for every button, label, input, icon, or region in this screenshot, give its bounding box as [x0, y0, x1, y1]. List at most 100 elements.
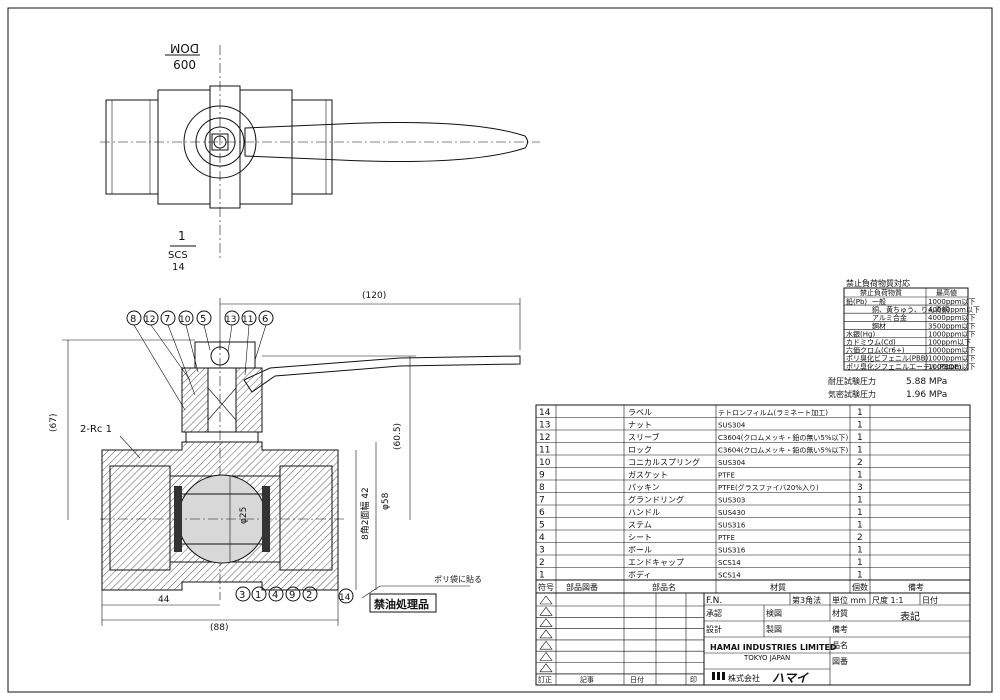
title-block: 訂正 記事 日付 印 F.N. 第3角法 単位 mm 尺度 1:1 日付 承認 … — [535, 592, 971, 686]
balloon-6: 6 — [262, 314, 268, 325]
bom-cell-material: テトロンフィルム(ラミネート加工) — [718, 408, 828, 417]
material-label: 材質 — [832, 608, 848, 618]
bom-cell-no: 14 — [539, 408, 551, 418]
bom-cell-qty: 1 — [857, 408, 863, 418]
bottom-mark-line1: 1 — [178, 229, 186, 243]
rohs-cell-value: 1000ppm以下 — [928, 298, 976, 306]
balloon-b2: 2 — [306, 590, 312, 601]
bom-cell-material: C3604(クロムメッキ・鉛の無い5%以下) — [718, 446, 849, 455]
bom-cell-no: 5 — [539, 521, 545, 531]
bom-cell-no: 12 — [539, 433, 550, 443]
balloon-10: 10 — [179, 315, 191, 325]
approved-label: 承認 — [706, 608, 722, 618]
bom-cell-name: ボディ — [628, 570, 651, 580]
balloon-13: 13 — [225, 315, 236, 325]
rohs-cell-group: 鉛(Pb) — [846, 297, 867, 306]
bom-cell-name: ボール — [628, 546, 652, 555]
balloon-b1: 1 — [255, 590, 261, 601]
bom-cell-qty: 2 — [857, 458, 863, 468]
bom-cell-qty: 1 — [857, 558, 863, 568]
rohs-cell-value: 1000ppm以下 — [928, 347, 976, 355]
bom-cell-name: エンドキャップ — [628, 558, 684, 567]
bom-cell-name: スリーブ — [628, 432, 660, 442]
bom-cell-qty: 2 — [857, 533, 863, 543]
rohs-cell-value: 3500ppm以下 — [928, 322, 976, 330]
bom-cell-material: C3604(クロムメッキ・鉛の無い5%以下) — [718, 433, 849, 442]
remarks-label: 備考 — [832, 624, 848, 634]
bom-header-no: 符号 — [538, 582, 554, 592]
rev-triangle-icon — [539, 652, 553, 661]
bom-header-material: 材質 — [770, 582, 786, 592]
rohs-header-max: 最高値 — [936, 288, 957, 297]
bom-cell-material: PTFE(グラスファイバ20%入り) — [718, 483, 819, 492]
drawing-no-label: 図番 — [832, 656, 848, 666]
bom-cell-qty: 1 — [857, 471, 863, 481]
rohs-cell-value: 1000ppm以下 — [928, 363, 976, 371]
rev-mark: 印 — [690, 676, 697, 684]
rohs-cell-value: 4000ppm以下 — [928, 314, 976, 322]
rev-triangle-icon — [539, 629, 553, 639]
rohs-cell-item: カドミウム(Cd) — [846, 339, 896, 347]
company-logo-text: ハマイ — [772, 671, 809, 685]
bom-cell-qty: 1 — [857, 508, 863, 518]
rev-triangle-icon — [539, 618, 553, 627]
bom-cell-qty: 1 — [857, 446, 863, 456]
bom-cell-qty: 1 — [857, 571, 863, 581]
dim-port: 2-Rc 1 — [80, 424, 112, 435]
rohs-cell-value: 1000ppm以下 — [928, 355, 976, 363]
rohs-cell-value: 40000ppm以下 — [928, 306, 980, 314]
dim-88: (88) — [210, 623, 228, 633]
bom-cell-material: SUS430 — [718, 509, 745, 517]
bom-cell-name: ハンドル — [628, 508, 660, 517]
bom-cell-material: PTFE — [718, 534, 735, 542]
plan-view: DOM 009 1 SCS 14 — [100, 41, 540, 273]
rohs-cell-item: アルミ合金 — [872, 313, 907, 322]
pressure2-label: 気密試験圧力 — [828, 389, 876, 399]
designed-label: 設計 — [706, 624, 722, 634]
bom-cell-material: SUS316 — [718, 522, 746, 530]
bom-cell-name: ロック — [628, 446, 652, 455]
bottom-mark-line3: 14 — [172, 262, 185, 273]
bom-cell-no: 2 — [539, 558, 545, 568]
bom-cell-no: 7 — [539, 496, 545, 506]
dim-bore: φ25 — [239, 507, 249, 524]
bom-cell-material: SUS316 — [718, 547, 746, 555]
fn-label: F.N. — [706, 596, 722, 606]
rev-triangle-icon — [539, 595, 553, 605]
balloon-11: 11 — [242, 315, 253, 325]
rev-note: 記事 — [580, 675, 594, 684]
balloon-8: 8 — [130, 314, 136, 325]
bom-cell-no: 4 — [539, 533, 545, 543]
bom-header-name: 部品名 — [652, 582, 676, 592]
bom-cell-name: シート — [628, 533, 652, 542]
dim-58: φ58 — [381, 492, 391, 510]
bom-header-note: 備考 — [908, 582, 924, 592]
company-jp: 株式会社 — [728, 673, 760, 683]
rohs-cell-item: 六価クロム(Cr6+) — [846, 346, 905, 355]
oil-free-label: 禁油処理品 — [374, 597, 429, 611]
bom-cell-material: SCS14 — [718, 559, 741, 567]
bom-cell-qty: 1 — [857, 496, 863, 506]
balloon-b3: 3 — [239, 590, 245, 601]
dim-handle-length: (120) — [362, 291, 386, 301]
top-mark-line2: 009 — [173, 57, 196, 71]
top-mark-line1: DOM — [170, 41, 199, 55]
bom-header-qty: 個数 — [852, 582, 868, 592]
bom-cell-qty: 1 — [857, 546, 863, 556]
bom-cell-name: ガスケット — [628, 470, 668, 480]
rev-triangle-icon — [539, 640, 553, 650]
bom-cell-material: PTFE — [718, 472, 735, 480]
pressure2-value: 1.96 MPa — [906, 390, 947, 400]
company-logo-icon — [712, 672, 725, 680]
company-en: HAMAI INDUSTRIES LIMITED — [710, 643, 837, 652]
checked-label: 検図 — [766, 608, 782, 618]
bom-cell-name: ナット — [628, 421, 652, 430]
dim-oct: 8角2面幅 42 — [359, 487, 371, 540]
rev-label: 訂正 — [538, 675, 552, 684]
rohs-cell-item: ポリ臭化ジフェニルエーテル(PBDE) — [846, 362, 962, 371]
bom-cell-no: 6 — [539, 508, 545, 518]
drawn-label: 製図 — [766, 624, 782, 634]
